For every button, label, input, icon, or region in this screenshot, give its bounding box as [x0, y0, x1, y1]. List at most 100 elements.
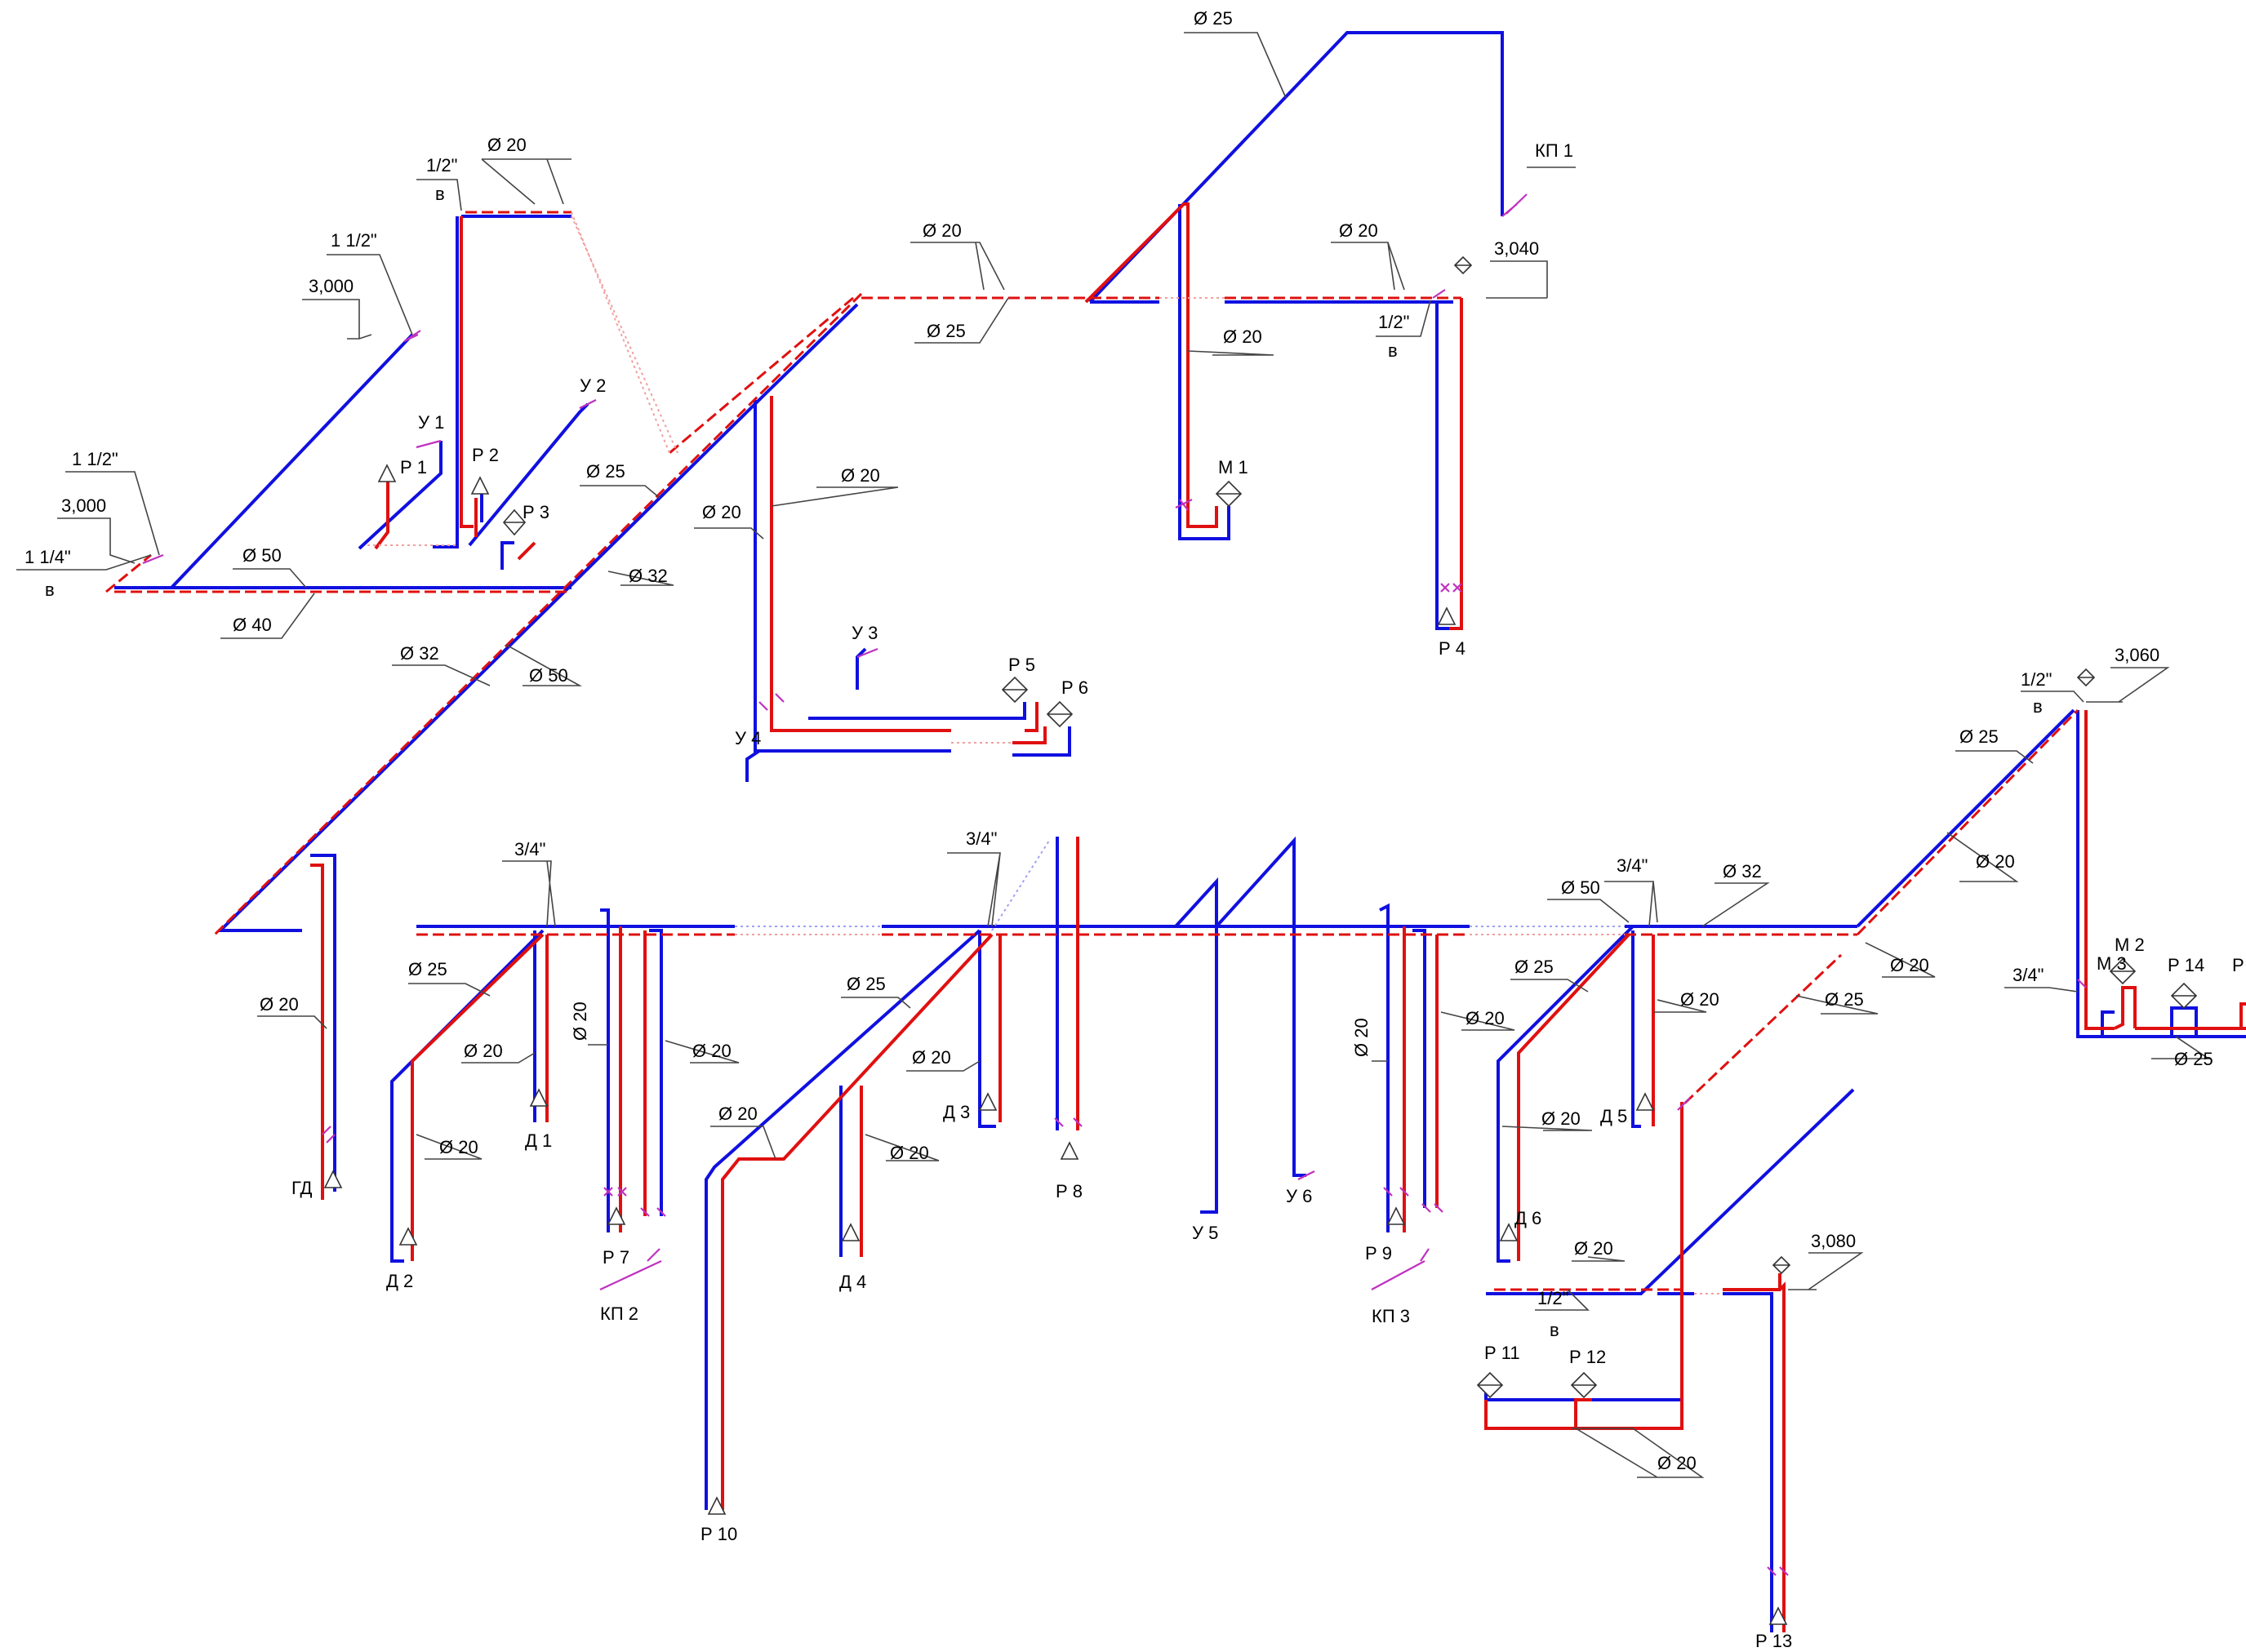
- valve-3040-icon: [1453, 255, 1473, 275]
- pipe-hot-u4-riser: [770, 396, 951, 732]
- label-r2: Р 2: [472, 445, 499, 465]
- label-34-right: 3/4": [2013, 965, 2044, 985]
- valve-3060-icon: [2076, 668, 2096, 687]
- label-m1: М 1: [1218, 457, 1248, 477]
- leader-d20-bottom: [1572, 1428, 1705, 1478]
- u3-marker: [856, 647, 878, 659]
- label-d20-r7: Ø 20: [692, 1041, 732, 1061]
- pipe-hot-r15: [2239, 1002, 2246, 1028]
- label-d20-right: Ø 20: [1976, 851, 2015, 872]
- r2-fixture-icon: [470, 476, 490, 495]
- label-d2: Д 2: [386, 1271, 413, 1291]
- label-d32-midleft: Ø 32: [629, 566, 668, 586]
- label-3040: 3,040: [1494, 238, 1539, 259]
- label-d25-midleft: Ø 25: [586, 461, 625, 482]
- labels: Ø 25 КП 1 Ø 20 1/2" в 1 1/2" 3,000 У 2 У…: [24, 8, 2244, 1651]
- label-r10: Р 10: [700, 1524, 737, 1544]
- label-r11: Р 11: [1484, 1343, 1520, 1363]
- label-d20-d4: Ø 20: [890, 1143, 929, 1163]
- label-d20-gd: Ø 20: [260, 994, 299, 1015]
- label-3060: 3,060: [2115, 645, 2159, 665]
- pipe-cold-lower-diag: [1486, 1088, 1855, 1295]
- pipe-cold-kp1-riser: [1088, 31, 1504, 304]
- label-d20-d1: Ø 20: [464, 1041, 503, 1061]
- label-d25-far-right: Ø 25: [2174, 1049, 2213, 1069]
- d6-fixture-icon: [1499, 1223, 1519, 1241]
- pipe-cold-u4-riser: [754, 400, 951, 753]
- leader-d32-lr: [1701, 882, 1770, 927]
- pipe-cold-gd: [310, 854, 336, 1192]
- leader-d20-mid-b: [771, 486, 899, 507]
- label-u1: У 1: [418, 412, 444, 433]
- gd-fixture-icon: [323, 1170, 343, 1188]
- label-d25-lr: Ø 25: [1825, 989, 1864, 1010]
- label-u4: У 4: [735, 728, 761, 748]
- label-gd: ГД: [291, 1178, 312, 1198]
- hidden-lines: [367, 211, 1723, 1295]
- r7-valves-2: [640, 1207, 666, 1217]
- label-112-top: 1 1/2": [331, 230, 377, 251]
- pipe-hot-right-riser: [2084, 710, 2115, 1030]
- label-v-lr: в: [1550, 1320, 1559, 1340]
- pipe-hot-r12: [1574, 1398, 1592, 1428]
- label-d20-d6: Ø 20: [1574, 1238, 1613, 1259]
- r6-fixture-icon: [1046, 700, 1074, 728]
- label-r8: Р 8: [1056, 1181, 1083, 1201]
- label-12-right: 1/2": [2021, 669, 2052, 690]
- leader-d25-top: [1184, 32, 1287, 99]
- label-34-lower-b: 3/4": [966, 828, 997, 849]
- leader-d20-right: [1946, 832, 2019, 882]
- leader-d25-lower: [408, 983, 491, 997]
- pipe-hot-r6: [1012, 726, 1047, 744]
- kp3-arrow-head: [1420, 1248, 1430, 1262]
- leader-112-left: [65, 471, 160, 556]
- r7-valves: [603, 1187, 627, 1197]
- kp2-arrow: [599, 1260, 662, 1290]
- r12-fixture-icon: [1570, 1371, 1598, 1399]
- fitting-markers: [142, 193, 2087, 1576]
- pipe-hot-left-stub: [105, 553, 152, 593]
- r8-valves: [1054, 1117, 1083, 1127]
- leader-d25-right: [1955, 750, 2034, 764]
- pipe-cold-r7b: [649, 929, 663, 1216]
- pipe-cold-r10: [705, 929, 981, 1510]
- m1-fixture-icon: [1215, 480, 1243, 508]
- r3-fixture-icon: [502, 508, 527, 536]
- label-d25-upper: Ø 25: [927, 321, 966, 341]
- label-u5: У 5: [1192, 1223, 1218, 1243]
- label-3000-left: 3,000: [61, 495, 106, 516]
- fixture-symbols: [323, 255, 2198, 1625]
- leader-d50-mid: [505, 644, 583, 686]
- leader-d32-left: [392, 664, 491, 686]
- r9-valves-2: [1421, 1203, 1443, 1213]
- label-kp1: КП 1: [1535, 140, 1573, 161]
- label-34-lower-a: 3/4": [514, 839, 545, 859]
- leader-12-right: [2021, 691, 2084, 703]
- label-d20-lr2: Ø 20: [1680, 989, 1719, 1010]
- label-d32-lr: Ø 32: [1723, 861, 1762, 882]
- leader-3000-top-tick: [347, 334, 372, 340]
- d2-fixture-icon: [398, 1227, 418, 1246]
- label-d20-vert: Ø 20: [570, 1001, 590, 1041]
- hidden-line-2: [571, 215, 678, 454]
- leader-d25-far-right: [2151, 1036, 2211, 1059]
- leader-3080: [1788, 1252, 1864, 1290]
- label-r3: Р 3: [523, 502, 549, 522]
- r8-fixture-icon: [1060, 1141, 1079, 1160]
- pipe-hot-diag-main: [211, 292, 863, 939]
- label-d25-lr2: Ø 25: [1514, 957, 1554, 977]
- r11-fixture-icon: [1476, 1371, 1504, 1399]
- leader-d20-tl: [481, 158, 572, 205]
- label-d3: Д 3: [943, 1102, 970, 1122]
- r4-fixture-icon: [1437, 606, 1457, 625]
- label-12-lr: 1/2": [1537, 1288, 1568, 1308]
- label-u2: У 2: [580, 375, 606, 396]
- m2-fixture-icon: [2109, 957, 2137, 985]
- pipe-hot-gd: [310, 864, 324, 1200]
- leader-d20-d4: [865, 1134, 940, 1161]
- label-v-right: в: [2033, 696, 2043, 717]
- pipe-cold-m1: [1178, 204, 1230, 540]
- pipe-hot-m1: [1084, 202, 1218, 528]
- r13-fixture-icon: [1768, 1606, 1788, 1625]
